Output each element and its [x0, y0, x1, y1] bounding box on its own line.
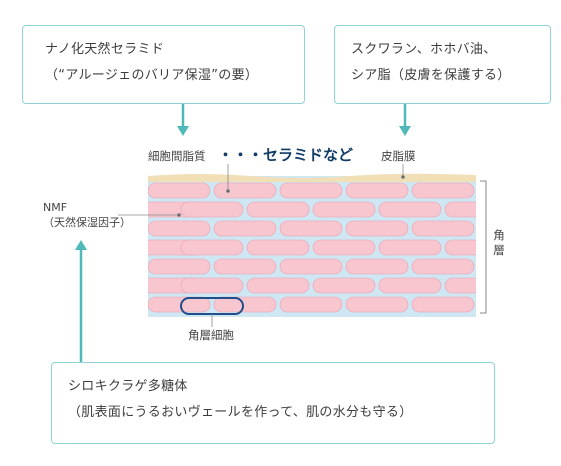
corneocyte-cell: [345, 258, 409, 275]
arrow-squalane-head: [399, 126, 411, 136]
corneocyte-cell: [411, 296, 475, 313]
tremella-title: シロキクラゲ多糖体: [68, 379, 188, 394]
corneocyte-cell: [378, 277, 442, 294]
corneocyte-cell: [148, 258, 211, 275]
squalane-box: スクワラン、ホホバ油、 シア脂（皮膚を保護する）: [334, 25, 551, 104]
corneocyte-cell: [411, 258, 475, 275]
sebum-film: [148, 173, 476, 182]
stratum-corneum-label: 角層: [493, 228, 505, 257]
squalane-note: シア脂（皮膚を保護する）: [351, 68, 511, 83]
nmf-label: NMF: [43, 201, 68, 214]
corneocyte-cell: [312, 277, 376, 294]
leader-intercellular-dot: [226, 189, 230, 193]
corneocyte-cell: [312, 239, 376, 256]
corneocyte-cell: [312, 201, 376, 218]
corneocyte-cell: [246, 239, 310, 256]
corneocyte-cell: [180, 201, 244, 218]
corneocyte-cell: [213, 258, 277, 275]
leader-lines: [118, 164, 405, 327]
leader-nmf-dot: [177, 213, 181, 217]
corneocyte-cell: [246, 277, 310, 294]
corneocyte-cells: [148, 182, 476, 313]
corneocyte-cell: [213, 296, 277, 313]
corneocyte-cell: [279, 296, 343, 313]
corneocyte-cell: [411, 182, 475, 199]
sebum-label: 皮脂膜: [381, 149, 416, 163]
corneocyte-label: 角層細胞: [188, 328, 234, 342]
corneocyte-cell: [378, 201, 442, 218]
nano-ceramide-note: （“アルージェのバリア保湿”の要）: [45, 68, 259, 83]
tremella-box: シロキクラゲ多糖体 （肌表面にうるおいヴェールを作って、肌の水分も守る）: [51, 362, 495, 444]
corneocyte-cell: [345, 296, 409, 313]
nmf-detail: （天然保湿因子）: [43, 216, 131, 229]
arrows: [75, 104, 411, 362]
corneocyte-cell: [345, 182, 409, 199]
arrow-cloud-head: [75, 240, 87, 250]
corneocyte-cell: [213, 220, 277, 237]
arrow-nano-head: [177, 126, 189, 136]
corneocyte-cell: [411, 220, 475, 237]
corneocyte-cell: [148, 220, 211, 237]
corneocyte-cell: [444, 239, 476, 256]
stratum-bracket: [480, 180, 487, 314]
nano-ceramide-title: ナノ化天然セラミド: [45, 42, 165, 57]
corneocyte-cell: [180, 277, 244, 294]
corneocyte-cell: [246, 201, 310, 218]
intercellular-lipid-detail: ・・・セラミドなど: [218, 146, 354, 164]
corneocyte-cell: [279, 182, 343, 199]
corneocyte-cell: [444, 277, 476, 294]
tremella-note: （肌表面にうるおいヴェールを作って、肌の水分も守る）: [68, 405, 413, 420]
corneocyte-cell: [148, 296, 211, 313]
squalane-title: スクワラン、ホホバ油、: [351, 42, 497, 57]
corneocyte-cell: [378, 239, 442, 256]
corneocyte-cell: [279, 220, 343, 237]
corneocyte-cell: [345, 220, 409, 237]
stratum-corneum-block: [148, 173, 476, 317]
nmf-label-group: NMF （天然保湿因子）: [43, 200, 131, 230]
nano-ceramide-box: ナノ化天然セラミド （“アルージェのバリア保湿”の要）: [22, 25, 305, 104]
corneocyte-cell: [180, 239, 244, 256]
leader-sebum-dot: [401, 175, 405, 179]
corneocyte-cell: [279, 258, 343, 275]
corneocyte-cell: [148, 182, 211, 199]
corneocyte-cell: [213, 182, 277, 199]
intercellular-lipid-label: 細胞間脂質: [148, 149, 206, 163]
corneocyte-cell: [444, 201, 476, 218]
